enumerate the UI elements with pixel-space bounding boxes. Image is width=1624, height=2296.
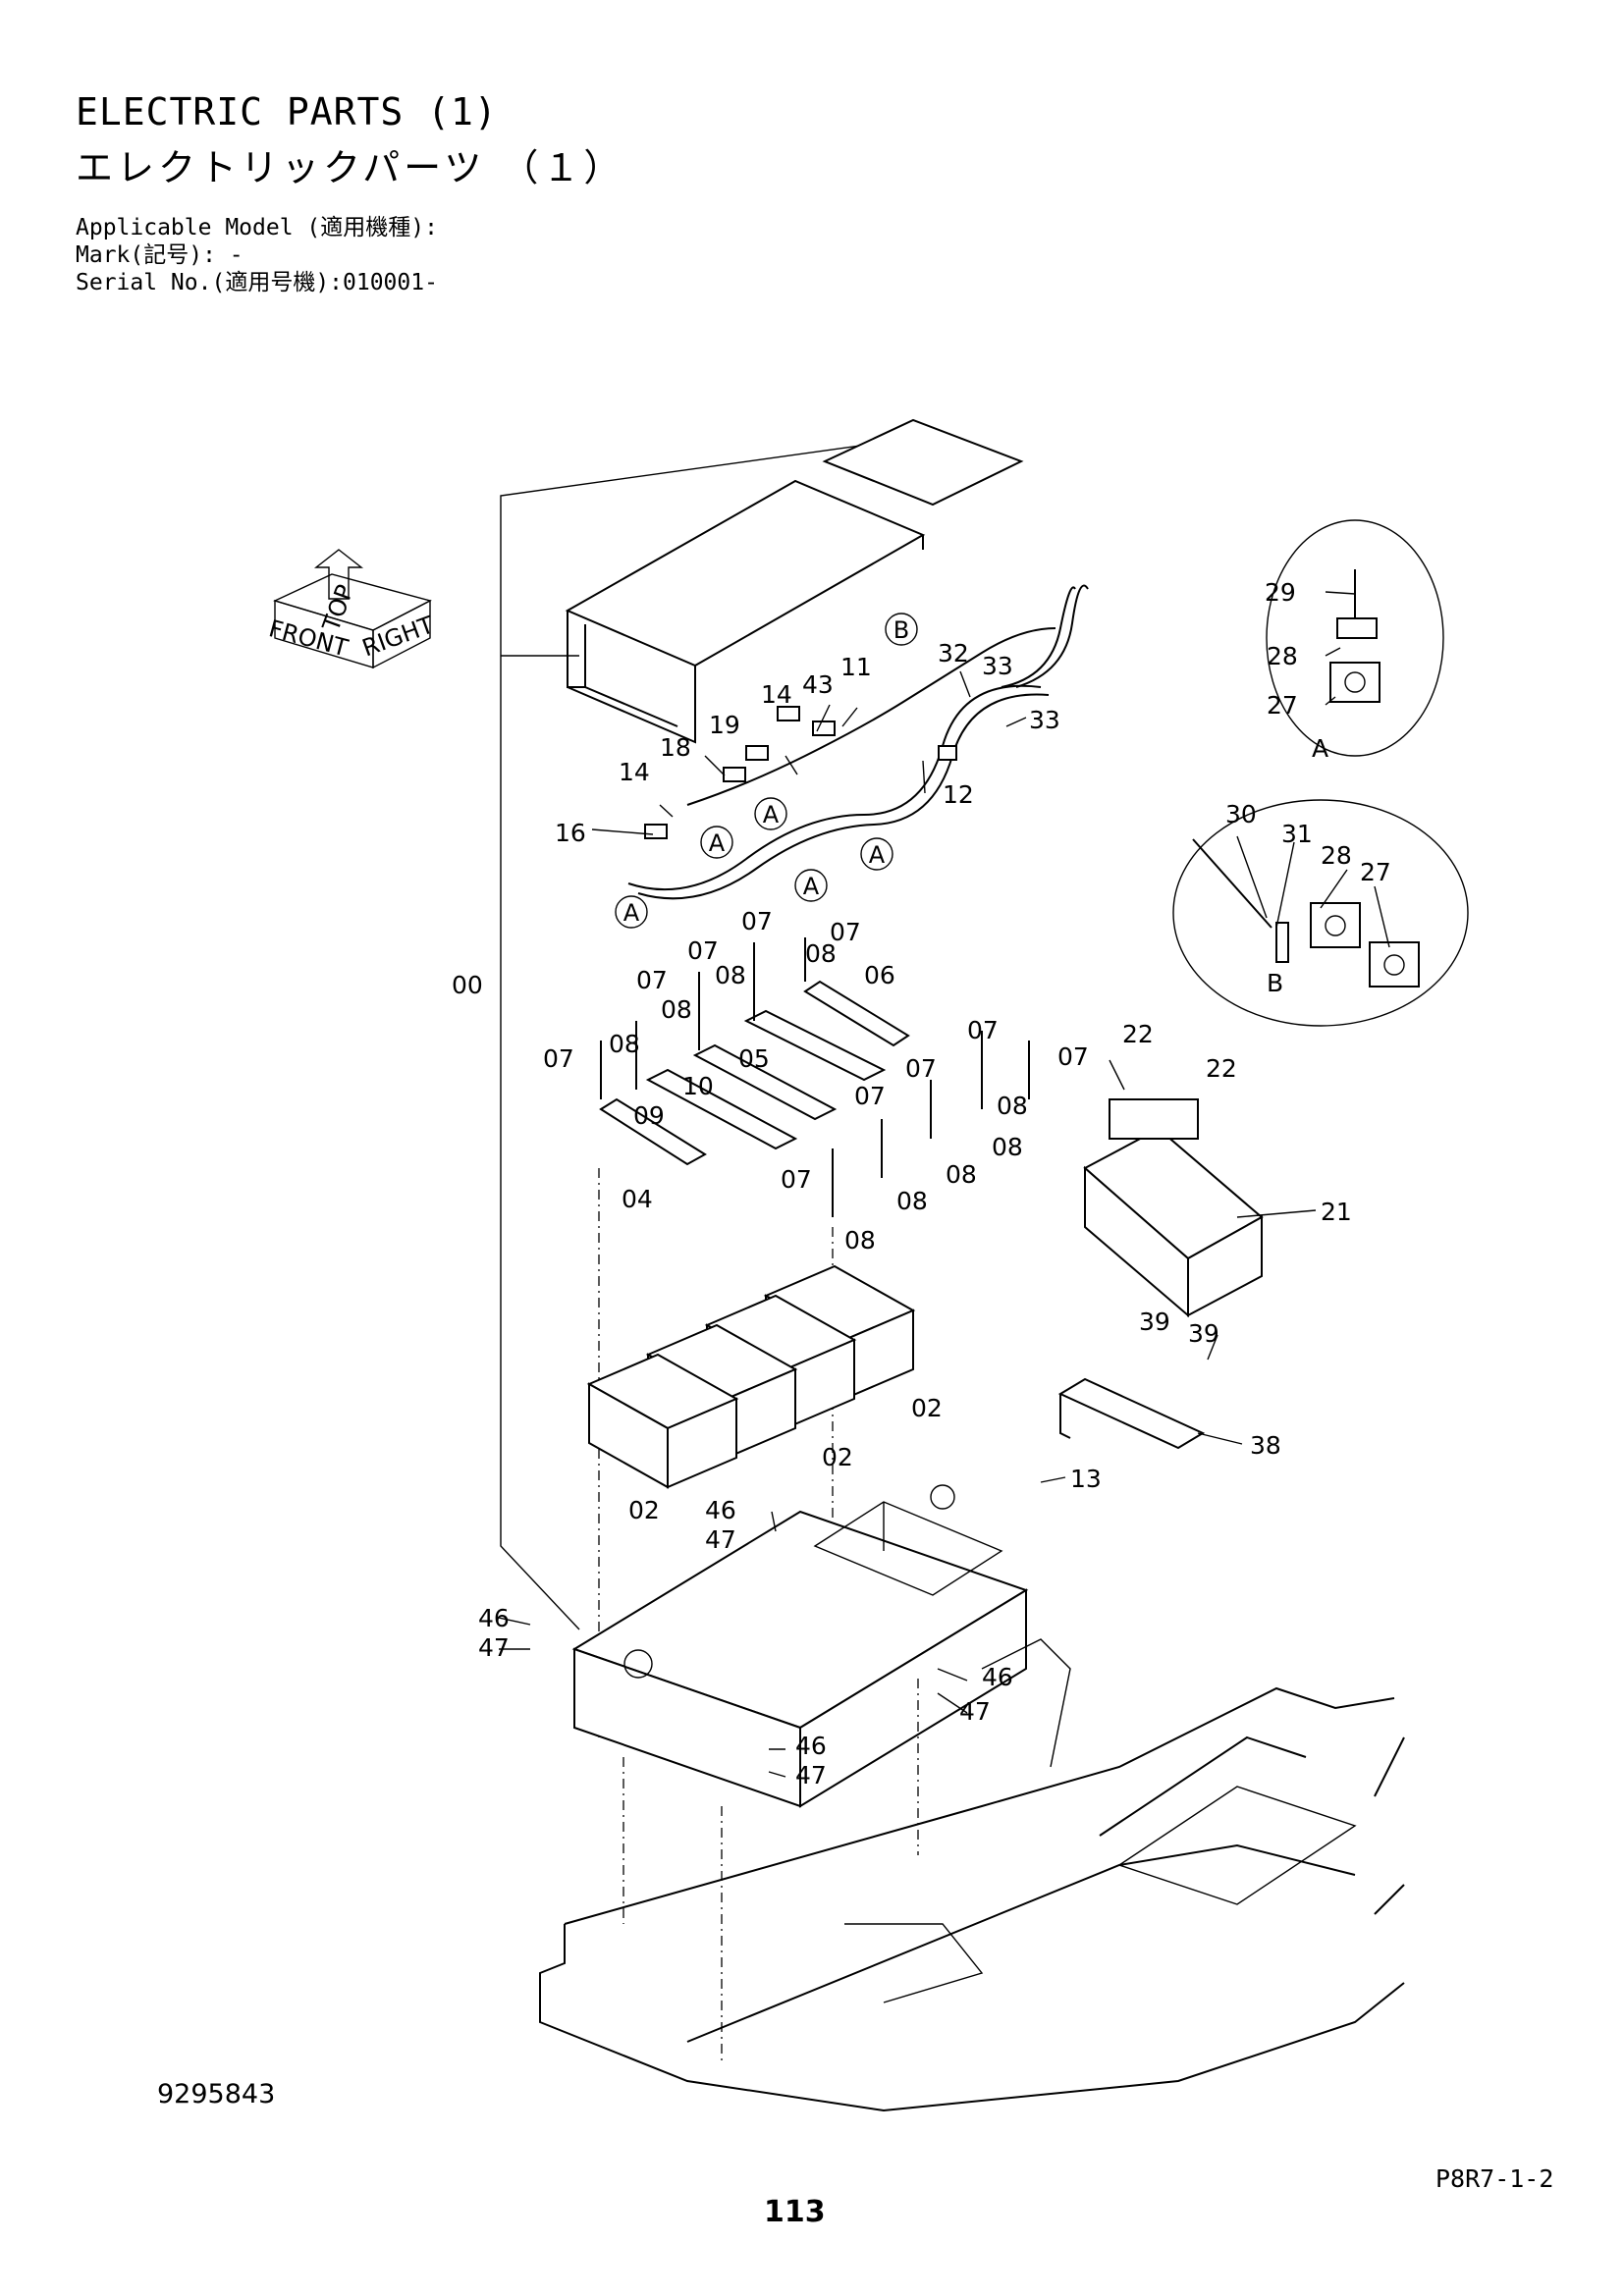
callout-07: 07 bbox=[967, 1016, 999, 1044]
control-unit bbox=[1083, 1098, 1264, 1318]
mark-line: Mark(記号): - bbox=[76, 242, 244, 268]
callout-21: 21 bbox=[1321, 1198, 1352, 1226]
callout-08: 08 bbox=[661, 995, 692, 1024]
section-marker-a: A bbox=[700, 826, 733, 859]
callout-08: 08 bbox=[997, 1092, 1028, 1120]
callout-02: 02 bbox=[628, 1496, 660, 1524]
drawing-number: 9295843 bbox=[157, 2079, 276, 2109]
battery-cover bbox=[565, 418, 1024, 744]
support-bars bbox=[598, 937, 1030, 1737]
svg-text:A: A bbox=[709, 829, 726, 857]
callout-33: 33 bbox=[982, 652, 1013, 680]
callout-05: 05 bbox=[738, 1044, 770, 1073]
callout-08: 08 bbox=[715, 961, 746, 989]
callout-07: 07 bbox=[1057, 1042, 1089, 1071]
callout-16: 16 bbox=[555, 819, 586, 847]
callout-08: 08 bbox=[946, 1160, 977, 1189]
callout-09: 09 bbox=[633, 1101, 665, 1130]
bracket bbox=[1057, 1377, 1206, 1450]
detail-view-a: A bbox=[1266, 519, 1444, 763]
orientation-badge-icon: TOP FRONT RIGHT bbox=[266, 549, 438, 669]
serial-number-line: Serial No.(適用号機):010001- bbox=[76, 270, 438, 295]
callout-33: 33 bbox=[1029, 706, 1060, 734]
callout-27: 27 bbox=[1267, 691, 1298, 720]
callout-08: 08 bbox=[896, 1187, 928, 1215]
callout-47: 47 bbox=[478, 1633, 510, 1662]
callout-07: 07 bbox=[687, 936, 719, 965]
callout-30: 30 bbox=[1225, 800, 1257, 828]
callout-32: 32 bbox=[938, 639, 969, 667]
callout-29: 29 bbox=[1265, 578, 1296, 607]
callout-10: 10 bbox=[682, 1072, 714, 1100]
callout-07: 07 bbox=[830, 918, 861, 946]
svg-text:A: A bbox=[623, 899, 640, 927]
svg-text:A: A bbox=[869, 841, 886, 869]
applicable-model-line: Applicable Model (適用機種): bbox=[76, 215, 438, 240]
callout-08: 08 bbox=[992, 1133, 1023, 1161]
svg-text:A: A bbox=[763, 801, 780, 828]
callout-18: 18 bbox=[660, 733, 691, 762]
callout-19: 19 bbox=[709, 711, 740, 739]
leader-lines bbox=[498, 591, 1390, 1778]
callout-07: 07 bbox=[854, 1082, 886, 1110]
callout-13: 13 bbox=[1070, 1465, 1102, 1493]
callout-12: 12 bbox=[943, 780, 974, 809]
section-marker-a: A bbox=[860, 837, 893, 871]
callout-46: 46 bbox=[982, 1663, 1013, 1691]
callout-08: 08 bbox=[609, 1030, 640, 1058]
svg-text:A: A bbox=[803, 873, 820, 900]
section-marker-b: B bbox=[885, 613, 918, 646]
callout-02: 02 bbox=[822, 1443, 853, 1471]
callout-28: 28 bbox=[1267, 642, 1298, 670]
callout-07: 07 bbox=[741, 907, 773, 935]
callout-14: 14 bbox=[761, 680, 792, 709]
callout-07: 07 bbox=[636, 966, 668, 994]
callout-38: 38 bbox=[1250, 1431, 1281, 1460]
callout-07: 07 bbox=[905, 1054, 937, 1083]
figure-reference: P8R7-1-2 bbox=[1435, 2164, 1554, 2193]
callout-43: 43 bbox=[802, 670, 834, 699]
callout-08: 08 bbox=[805, 939, 837, 968]
callout-27: 27 bbox=[1360, 858, 1391, 886]
callout-06: 06 bbox=[864, 961, 895, 989]
callout-46: 46 bbox=[795, 1732, 827, 1760]
callout-47: 47 bbox=[795, 1761, 827, 1789]
callout-28: 28 bbox=[1321, 841, 1352, 870]
batteries bbox=[586, 1264, 916, 1489]
callout-04: 04 bbox=[622, 1185, 653, 1213]
callout-46: 46 bbox=[478, 1604, 510, 1632]
page-number: 113 bbox=[764, 2195, 826, 2229]
callout-39: 39 bbox=[1188, 1319, 1219, 1348]
callout-39: 39 bbox=[1139, 1308, 1170, 1336]
callout-00: 00 bbox=[452, 971, 483, 999]
callout-11: 11 bbox=[840, 653, 872, 681]
battery-box bbox=[571, 1484, 1029, 2061]
callout-22: 22 bbox=[1206, 1054, 1237, 1083]
title-japanese: エレクトリックパーツ （１） bbox=[76, 146, 625, 189]
callout-07: 07 bbox=[543, 1044, 574, 1073]
callout-08: 08 bbox=[844, 1226, 876, 1255]
section-marker-a: A bbox=[754, 797, 787, 830]
callout-07: 07 bbox=[781, 1165, 812, 1194]
callout-47: 47 bbox=[959, 1697, 991, 1726]
machine-frame bbox=[539, 1638, 1405, 2112]
detail-view-b: B bbox=[1172, 799, 1469, 1027]
callout-47: 47 bbox=[705, 1525, 736, 1554]
callout-22: 22 bbox=[1122, 1020, 1154, 1048]
callout-02: 02 bbox=[911, 1394, 943, 1422]
svg-text:B: B bbox=[893, 616, 909, 644]
callout-46: 46 bbox=[705, 1496, 736, 1524]
callout-31: 31 bbox=[1281, 820, 1313, 848]
detail-a-label: A bbox=[1312, 734, 1328, 763]
part-callouts: 29 28 27 30 31 28 27 32 33 33 11 43 14 1… bbox=[452, 578, 1391, 1789]
section-marker-a: A bbox=[615, 895, 648, 929]
detail-b-label: B bbox=[1267, 969, 1283, 997]
section-marker-a: A bbox=[794, 869, 828, 902]
title-english: ELECTRIC PARTS (1) bbox=[76, 90, 498, 133]
callout-14: 14 bbox=[619, 758, 650, 786]
